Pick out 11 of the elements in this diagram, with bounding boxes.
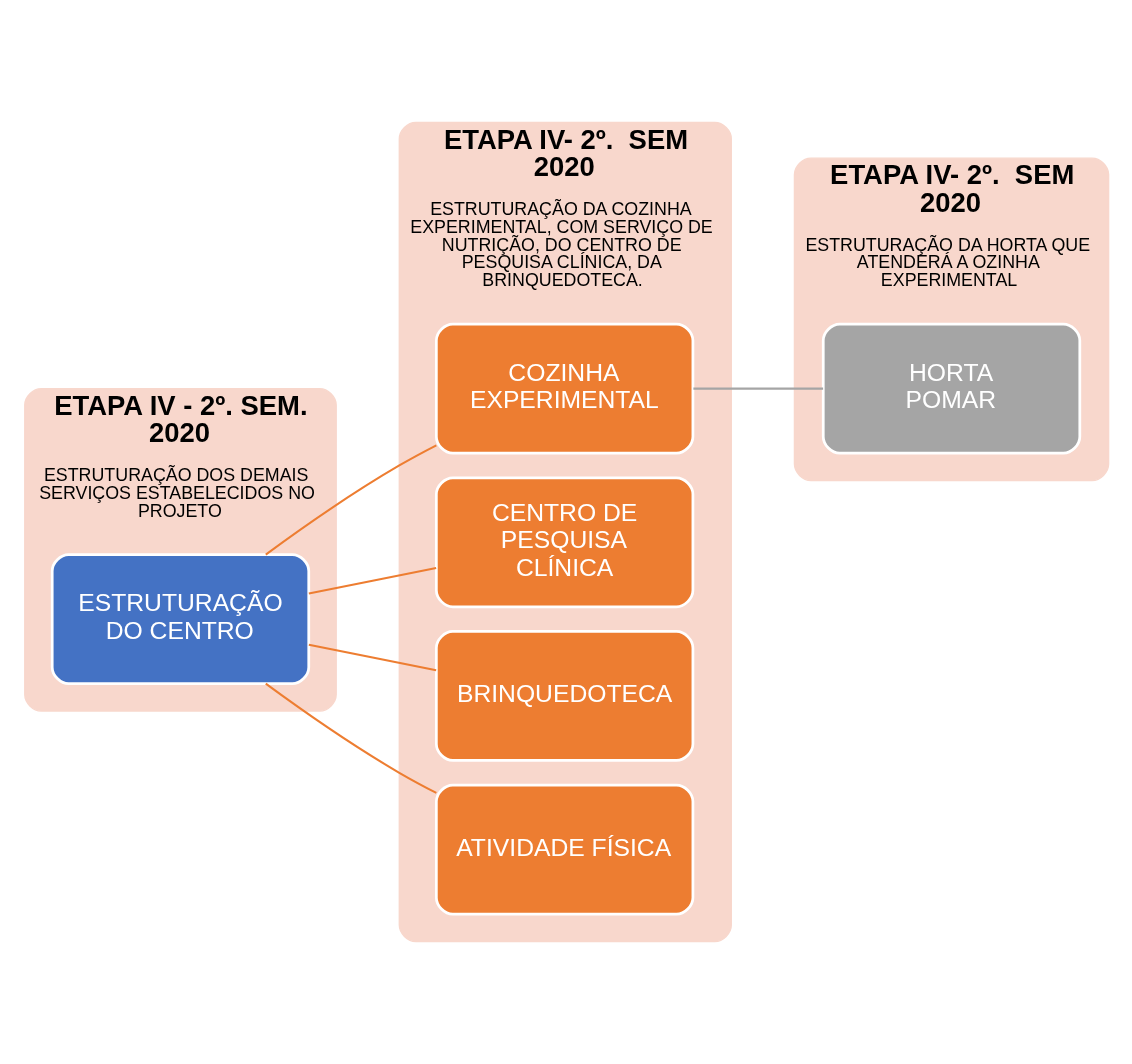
node-box: COZINHA EXPERIMENTAL bbox=[435, 322, 695, 455]
node-box: HORTA POMAR bbox=[821, 322, 1082, 455]
connector bbox=[265, 444, 437, 556]
connector bbox=[265, 682, 437, 794]
node-box: ATIVIDADE FÍSICA bbox=[435, 783, 695, 916]
connector bbox=[308, 566, 437, 595]
connector bbox=[693, 387, 824, 390]
node-box: ESTRUTURAÇÃO DO CENTRO bbox=[50, 553, 311, 685]
node-box: BRINQUEDOTECA bbox=[435, 630, 695, 762]
connector bbox=[308, 643, 437, 672]
node-box: CENTRO DE PESQUISA CLÍNICA bbox=[435, 476, 695, 609]
